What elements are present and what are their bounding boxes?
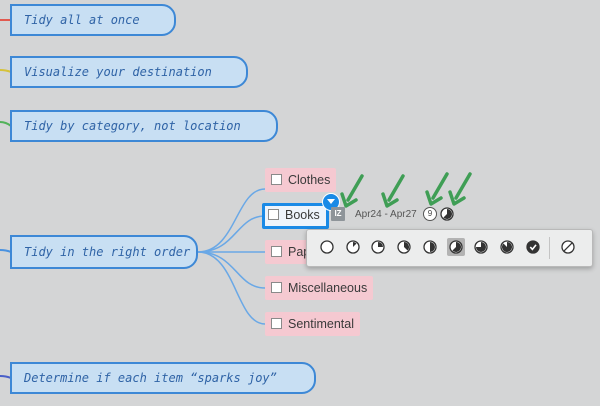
subtopic-label: Clothes bbox=[288, 173, 331, 187]
subtopic-connectors bbox=[197, 188, 266, 325]
subtopic-sentimental[interactable]: Sentimental bbox=[265, 312, 361, 336]
topic-tidy-by-category[interactable]: Tidy by category, not location bbox=[10, 110, 278, 142]
arrow-pointer-icon bbox=[425, 172, 449, 206]
checkbox[interactable] bbox=[271, 318, 282, 329]
progress-option-button[interactable] bbox=[369, 238, 387, 256]
progress-option-button[interactable] bbox=[344, 238, 362, 256]
progress-done-icon bbox=[525, 240, 540, 254]
topic-visualize-destination[interactable]: Visualize your destination bbox=[10, 56, 248, 88]
progress-25-icon bbox=[371, 240, 386, 254]
progress-option-button[interactable] bbox=[524, 238, 542, 256]
progress-option-button[interactable] bbox=[472, 238, 490, 256]
topic-tidy-all-at-once[interactable]: Tidy all at once bbox=[10, 4, 176, 36]
progress-option-button[interactable] bbox=[446, 238, 465, 256]
assignee-tag[interactable]: IZ bbox=[331, 207, 345, 221]
progress-option-button[interactable] bbox=[498, 238, 516, 256]
subtopic-label: Pap bbox=[288, 245, 311, 259]
subtopic-miscellaneous[interactable]: Miscellaneous bbox=[265, 276, 374, 300]
progress-12-icon bbox=[346, 240, 360, 254]
progress-option-button[interactable] bbox=[559, 238, 577, 256]
popup-divider bbox=[549, 237, 550, 259]
priority-icon[interactable]: 9 bbox=[423, 207, 437, 221]
progress-option-button[interactable] bbox=[318, 238, 336, 256]
date-range-label[interactable]: Apr24 - Apr27 bbox=[355, 209, 417, 220]
topic-sparks-joy[interactable]: Determine if each item “sparks joy” bbox=[10, 362, 316, 394]
progress-75-icon bbox=[474, 240, 488, 254]
subtopic-label: Miscellaneous bbox=[288, 281, 368, 295]
arrow-pointer-icon bbox=[448, 172, 472, 206]
progress-none-icon bbox=[561, 240, 575, 254]
subtopic-label: Books bbox=[285, 208, 320, 222]
checkbox[interactable] bbox=[271, 246, 282, 257]
progress-icon[interactable] bbox=[440, 207, 454, 221]
arrow-pointer-icon bbox=[340, 174, 364, 208]
arrow-pointer-icon bbox=[381, 174, 405, 208]
progress-87-icon bbox=[500, 240, 514, 254]
progress-37-icon bbox=[397, 240, 411, 254]
subtopic-label: Sentimental bbox=[288, 317, 355, 331]
progress-62-icon bbox=[448, 240, 463, 254]
progress-0-icon bbox=[320, 240, 334, 254]
subtopic-books[interactable]: Books bbox=[262, 203, 329, 229]
checkbox[interactable] bbox=[271, 174, 282, 185]
checkbox[interactable] bbox=[271, 282, 282, 293]
topic-tidy-right-order[interactable]: Tidy in the right order bbox=[10, 235, 198, 269]
progress-option-button[interactable] bbox=[421, 238, 439, 256]
checkbox[interactable] bbox=[268, 209, 279, 220]
progress-50-icon bbox=[423, 240, 437, 254]
progress-option-button[interactable] bbox=[395, 238, 413, 256]
subtopic-clothes[interactable]: Clothes bbox=[265, 168, 337, 192]
